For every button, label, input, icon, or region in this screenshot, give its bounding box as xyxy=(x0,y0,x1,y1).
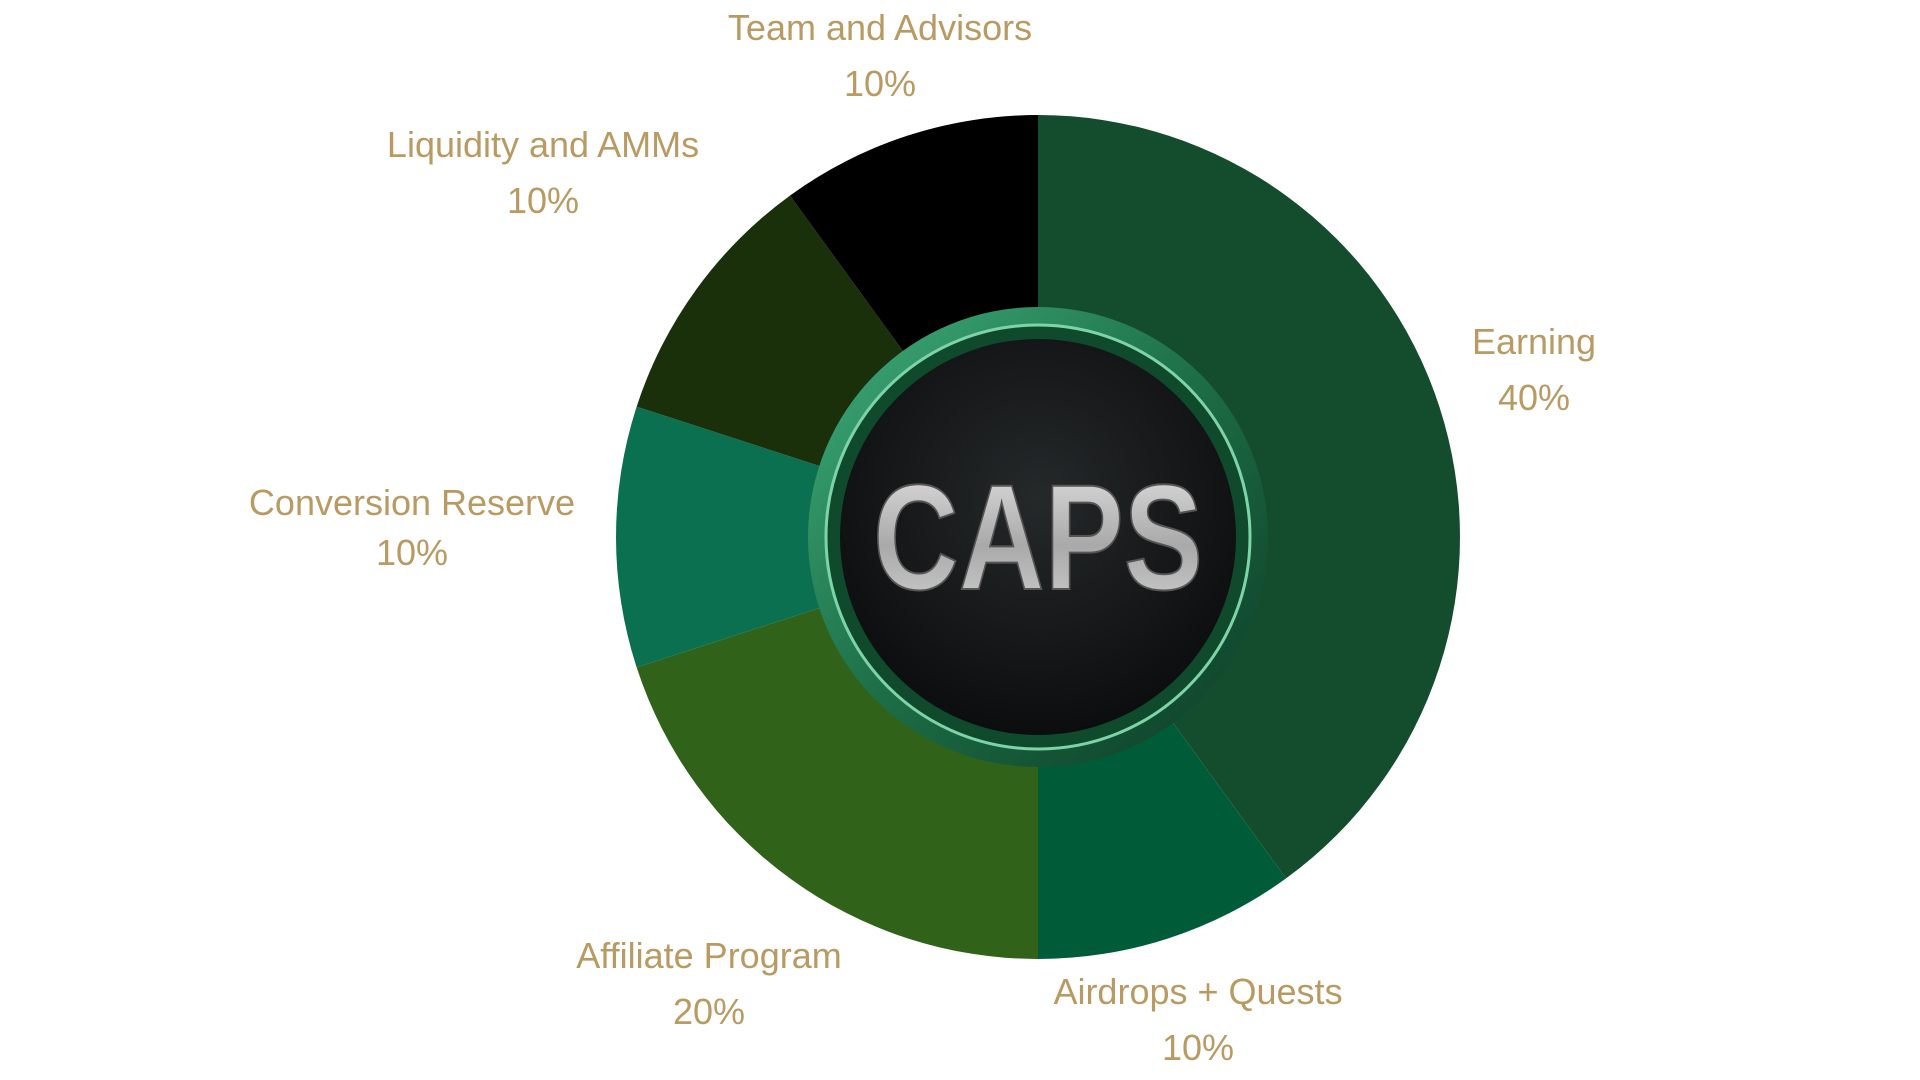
slice-name: Team and Advisors xyxy=(727,7,1033,48)
center-label: CAPS xyxy=(873,453,1203,621)
slice-name: Affiliate Program xyxy=(576,935,842,976)
slice-name: Earning xyxy=(1471,321,1597,362)
label-conversion-reserve: Conversion Reserve 10% xyxy=(249,478,575,578)
label-airdrops-quests: Airdrops + Quests 10% xyxy=(1053,964,1342,1076)
pie-slices xyxy=(616,115,1461,959)
slice-name: Liquidity and AMMs xyxy=(386,124,700,165)
label-affiliate-program: Affiliate Program 20% xyxy=(576,928,841,1040)
label-liquidity-and-amms: Liquidity and AMMs 10% xyxy=(387,117,699,229)
slice-value: 40% xyxy=(1497,377,1571,418)
badge-face xyxy=(840,339,1236,735)
slice-value: 10% xyxy=(375,532,449,573)
label-team-and-advisors: Team and Advisors 10% xyxy=(728,0,1032,112)
center-badge: CAPS xyxy=(808,307,1268,767)
label-earning: Earning 40% xyxy=(1472,314,1596,426)
slice-name: Airdrops + Quests xyxy=(1053,971,1343,1012)
slice-value: 10% xyxy=(843,63,917,104)
slice-value: 10% xyxy=(1161,1027,1235,1068)
slice-value: 10% xyxy=(506,180,580,221)
slice-name: Conversion Reserve xyxy=(248,482,576,523)
slice-value: 20% xyxy=(672,991,746,1032)
